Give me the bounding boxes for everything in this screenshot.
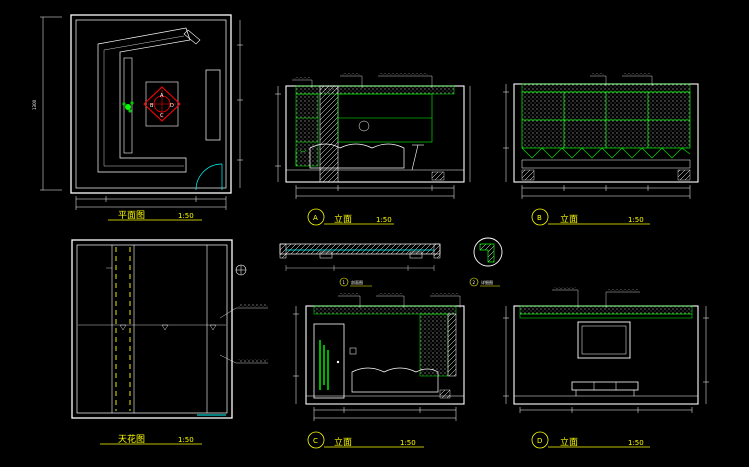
marker-letter-b: B — [150, 103, 154, 109]
detail-1: 1 剖面图 — [279, 243, 441, 287]
detail-2-title: 详细图 — [481, 279, 493, 285]
elev-a-title: 立面 — [334, 213, 352, 225]
ceiling-title: 天花图 — [118, 433, 145, 445]
elev-d-badge-icon — [531, 431, 549, 449]
detail-1-num: 1 — [343, 280, 346, 285]
elev-b-badge-icon — [531, 208, 549, 226]
elev-a-sofa — [309, 143, 405, 169]
plan-side-dimension: 1300 — [32, 99, 37, 110]
elev-d-title: 立面 — [560, 436, 578, 448]
plan-sofa — [97, 27, 191, 173]
elev-c-letter: C — [313, 437, 318, 445]
ceiling-scale: 1:50 — [178, 436, 194, 444]
plan-outer-wall — [70, 14, 232, 194]
plan-view: A B C D 1300 — [32, 14, 243, 221]
elev-a-scale: 1:50 — [376, 216, 392, 224]
plant-icon — [122, 101, 134, 113]
elevation-b: B 立面 1:50 — [503, 73, 699, 226]
elev-c-scale: 1:50 — [400, 439, 416, 447]
elev-b-title: 立面 — [560, 213, 578, 225]
plan-title: 平面图 — [118, 210, 145, 221]
elevation-d: D 立面 1:50 — [503, 287, 709, 449]
elev-d-scale: 1:50 — [628, 439, 644, 447]
elev-b-letter: B — [537, 214, 542, 222]
marker-letter-d: D — [170, 103, 174, 109]
elevation-a: A 立面 1:50 — [275, 73, 471, 226]
ceiling-light-strips — [115, 247, 131, 411]
plan-coffee-table — [145, 81, 179, 127]
detail-1-badge-icon — [339, 277, 349, 287]
ceiling-view: 天花图 1:50 — [71, 239, 268, 445]
elev-d-cabinet — [571, 381, 639, 391]
marker-letter-a: A — [160, 93, 164, 99]
detail-1-title: 剖面图 — [351, 279, 363, 285]
elev-d-letter: D — [537, 437, 542, 445]
plan-tv-cabinet — [205, 69, 221, 141]
detail-2-num: 2 — [473, 280, 476, 285]
elev-d-tv — [577, 321, 631, 359]
view-marker — [143, 86, 181, 122]
plan-door-swing — [195, 163, 223, 191]
elev-a-badge-icon — [307, 208, 325, 226]
marker-letter-c: C — [160, 113, 164, 119]
elev-c-door — [313, 323, 345, 399]
plan-inner-wall — [75, 19, 227, 189]
elev-c-badge-icon — [307, 431, 325, 449]
elev-c-title: 立面 — [334, 436, 352, 448]
elev-a-letter: A — [313, 214, 318, 222]
plan-scale: 1:50 — [178, 212, 194, 220]
elev-b-scale: 1:50 — [628, 216, 644, 224]
detail-2: 2 详细图 — [469, 237, 503, 287]
detail-2-badge-icon — [469, 277, 479, 287]
elevation-c: C 立面 1:50 — [293, 293, 465, 449]
